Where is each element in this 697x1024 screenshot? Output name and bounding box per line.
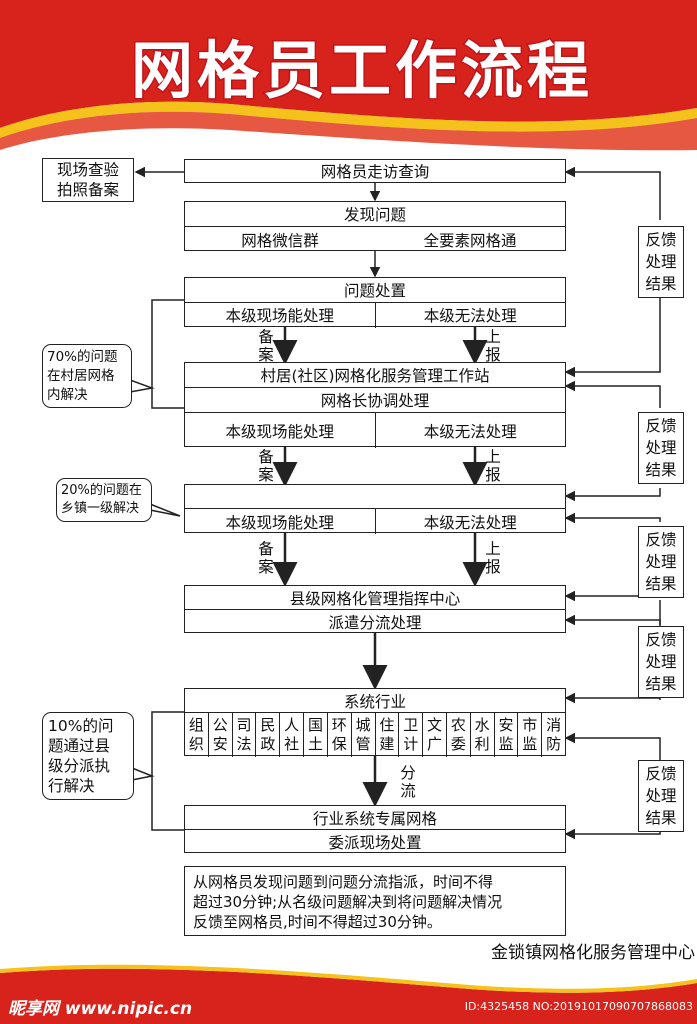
trade-cell: 人 社 xyxy=(279,713,303,757)
page-title: 网格员工作流程 xyxy=(129,33,593,109)
feedback-line: 结果 xyxy=(645,675,677,693)
report-label-2: 上 报 xyxy=(485,448,501,484)
step-problem-handling-title: 问题处置 xyxy=(343,282,406,300)
onsite-dispatch-label: 委派现场处置 xyxy=(328,834,422,852)
header-background xyxy=(0,0,697,151)
trade-cell: 农 委 xyxy=(445,713,470,757)
step-county-center: 县级网格化管理指挥中心 派遣分流处理 xyxy=(184,585,566,633)
report-label-1: 上 报 xyxy=(485,328,501,364)
feedback-box-2: 反馈处理结果 xyxy=(638,412,684,484)
bubble-line: 题通过县 xyxy=(48,737,111,755)
feedback-line: 结果 xyxy=(645,575,677,593)
feedback-line: 反馈 xyxy=(645,417,677,435)
watermark-id: ID:4325458 NO:20191017090707868083 xyxy=(464,1000,693,1013)
step-find-problem: 发现问题 网格微信群 全要素网格通 xyxy=(184,201,566,251)
bubble-line: 10%的问 xyxy=(48,717,114,735)
record-label-1: 备 案 xyxy=(258,328,274,364)
step-find-problem-title: 发现问题 xyxy=(343,206,406,224)
trade-cell: 环 保 xyxy=(326,713,351,757)
bubble-line: 乡镇一级解决 xyxy=(61,501,140,516)
trade-cell: 消 防 xyxy=(541,713,565,757)
grid-leader-coordination: 网格长协调处理 xyxy=(320,392,430,410)
feedback-line: 结果 xyxy=(645,461,677,479)
bubble-line: 20%的问题在 xyxy=(61,483,142,498)
trade-cell: 卫 计 xyxy=(398,713,422,757)
feedback-line: 处理 xyxy=(645,553,677,571)
trade-cell: 水 利 xyxy=(469,713,494,757)
bubble-line: 级分派执 xyxy=(48,757,111,775)
trade-cell: 城 管 xyxy=(350,713,375,757)
feedback-line: 反馈 xyxy=(645,765,677,783)
record-label-3: 备 案 xyxy=(258,540,274,576)
local-can-handle: 本级现场能处理 xyxy=(225,422,334,441)
dispatch-label: 派遣分流处理 xyxy=(328,614,422,632)
note-line: 反馈至网格员,时间不得超过30分钟。 xyxy=(193,913,442,931)
trades-row: 组 织公 安司 法民 政人 社国 土环 保城 管住 建卫 计文 广农 委水 利安… xyxy=(185,713,565,757)
trade-cell: 组 织 xyxy=(188,716,204,753)
village-station-title: 村居(社区)网格化服务管理工作站 xyxy=(260,367,490,385)
watermark-site: 昵享网 www.nipic.cn xyxy=(8,999,193,1019)
note-line-1: 现场查验 xyxy=(56,161,119,179)
feedback-line: 处理 xyxy=(645,787,677,805)
step-township: 本级现场能处理 本级无法处理 xyxy=(184,484,566,534)
feedback-line: 结果 xyxy=(645,275,677,293)
svg-text:网格员工作流程: 网格员工作流程 xyxy=(131,34,593,107)
bubble-line: 70%的问题 xyxy=(47,349,118,365)
feedback-box-3: 反馈处理结果 xyxy=(638,526,684,598)
feedback-line: 处理 xyxy=(645,653,677,671)
step-problem-handling: 问题处置 本级现场能处理 本级无法处理 xyxy=(184,277,566,328)
local-cannot-handle: 本级无法处理 xyxy=(423,307,517,325)
feedback-box-1: 反馈处理结果 xyxy=(638,226,684,298)
feedback-line: 反馈 xyxy=(645,531,677,549)
feedback-line: 处理 xyxy=(645,253,677,271)
trade-cell: 住 建 xyxy=(374,713,399,757)
feedback-line: 反馈 xyxy=(645,631,677,649)
bubble-10-percent: 10%的问 题通过县 级分派执 行解决 xyxy=(42,712,134,800)
step-grid-visit-label: 网格员走访查询 xyxy=(320,163,430,181)
feedback-line: 处理 xyxy=(645,439,677,457)
wechat-group-label: 网格微信群 xyxy=(241,231,319,250)
step-industry-grid: 行业系统专属网格 委派现场处置 xyxy=(184,805,566,853)
step-grid-visit: 网格员走访查询 xyxy=(184,159,566,183)
step-industry-system: 系统行业 组 织公 安司 法民 政人 社国 土环 保城 管住 建卫 计文 广农 … xyxy=(184,688,566,757)
trade-cell: 司 法 xyxy=(231,713,256,757)
footer-background xyxy=(0,964,697,1024)
local-cannot-handle: 本级无法处理 xyxy=(423,422,517,441)
trade-cell: 民 政 xyxy=(255,713,279,757)
industry-grid-title: 行业系统专属网格 xyxy=(312,809,437,828)
time-limit-note: 从网格员发现问题到问题分流指派，时间不得 超过30分钟;从名级问题解决到将问题解… xyxy=(184,866,566,936)
bubble-line: 内解决 xyxy=(47,387,88,403)
record-label-2: 备 案 xyxy=(258,448,274,484)
note-line-2: 拍照备案 xyxy=(56,181,119,199)
trade-cell: 市 监 xyxy=(517,713,541,757)
report-label-3: 上 报 xyxy=(485,540,501,576)
all-element-grid-label: 全要素网格通 xyxy=(423,231,517,250)
local-can-handle: 本级现场能处理 xyxy=(225,513,334,532)
local-can-handle: 本级现场能处理 xyxy=(225,307,334,325)
local-cannot-handle: 本级无法处理 xyxy=(423,513,517,532)
note-line: 超过30分钟;从名级问题解决到将问题解决情况 xyxy=(193,893,503,911)
trade-cell: 公 安 xyxy=(207,713,232,757)
split-flow-label: 分 流 xyxy=(400,764,416,800)
bubble-line: 行解决 xyxy=(48,777,95,795)
bubble-20-percent: 20%的问题在 乡镇一级解决 xyxy=(56,478,152,522)
trade-cell: 安 监 xyxy=(493,713,518,757)
industry-system-title: 系统行业 xyxy=(343,692,406,711)
footer-organization: 金锁镇网格化服务管理中心 xyxy=(491,943,695,963)
bubble-line: 在村居网格 xyxy=(47,368,115,384)
feedback-line: 结果 xyxy=(645,809,677,827)
county-center-title: 县级网格化管理指挥中心 xyxy=(289,589,461,608)
feedback-box-4: 反馈处理结果 xyxy=(638,626,684,698)
trade-cell: 文 广 xyxy=(422,713,446,757)
trade-cell: 国 土 xyxy=(303,713,327,757)
feedback-box-5: 反馈处理结果 xyxy=(638,760,684,832)
feedback-line: 反馈 xyxy=(645,231,677,249)
step-village-station: 村居(社区)网格化服务管理工作站 网格长协调处理 本级现场能处理 本级无法处理 xyxy=(184,362,566,448)
note-line: 从网格员发现问题到问题分流指派，时间不得 xyxy=(193,873,494,891)
on-site-check-note: 现场查验 拍照备案 xyxy=(42,158,134,202)
bubble-70-percent: 70%的问题 在村居网格 内解决 xyxy=(42,344,132,408)
